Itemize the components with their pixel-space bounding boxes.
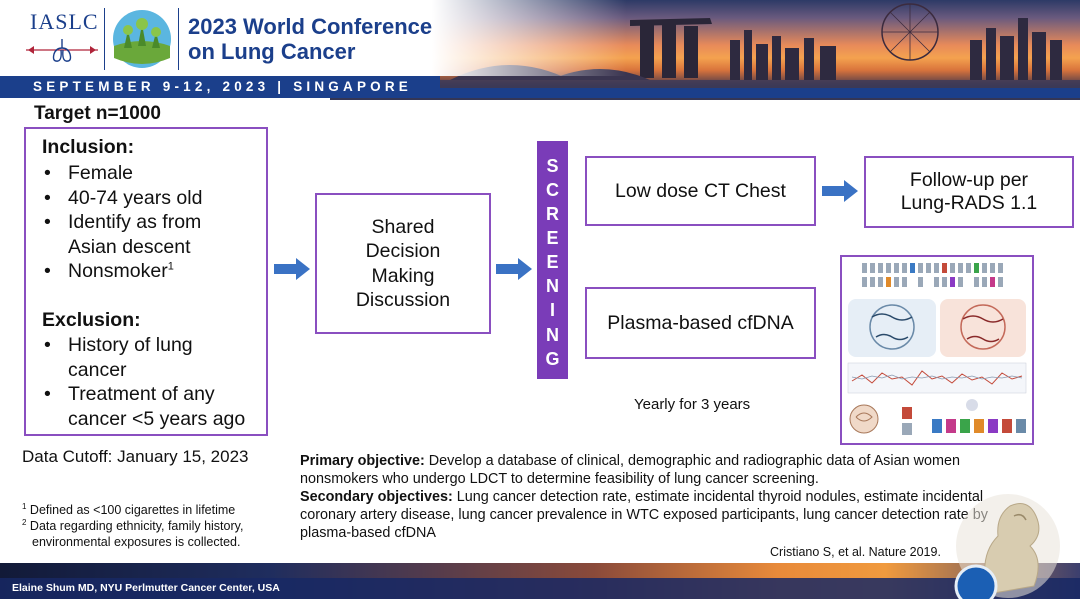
banner-white-fade bbox=[0, 0, 1080, 76]
footnote-marker: 1 bbox=[167, 260, 174, 273]
screening-letter: G bbox=[545, 349, 560, 369]
footnotes: 1 Defined as <100 cigarettes in lifetime… bbox=[22, 502, 243, 550]
low-dose-ct-box: Low dose CT Chest bbox=[585, 156, 816, 226]
exclusion-title: Exclusion: bbox=[42, 309, 141, 331]
data-cutoff-date: Data Cutoff: January 15, 2023 bbox=[22, 447, 249, 466]
cfdna-label: Plasma-based cfDNA bbox=[607, 311, 794, 334]
merlion-logo-icon bbox=[954, 494, 1060, 599]
cfdna-figure-illustration-icon bbox=[847, 263, 1027, 435]
footer-overlay bbox=[0, 578, 1080, 599]
screening-letter: C bbox=[546, 180, 559, 200]
footnote-1: 1 Defined as <100 cigarettes in lifetime bbox=[22, 501, 236, 517]
inclusion-item: •Nonsmoker1 bbox=[44, 260, 174, 282]
study-objectives: Primary objective: Develop a database of… bbox=[300, 452, 1000, 542]
iaslc-lungs-icon bbox=[26, 39, 98, 62]
primary-objective-label: Primary objective: bbox=[300, 453, 425, 469]
conference-title-line2: on Lung Cancer bbox=[188, 39, 356, 64]
primary-objective-text: Develop a database of clinical, demograp… bbox=[300, 453, 960, 487]
date-location-bar: SEPTEMBER 9-12, 2023 | SINGAPORE bbox=[0, 76, 440, 98]
inclusion-title: Inclusion: bbox=[42, 136, 135, 158]
screening-letter: E bbox=[546, 252, 559, 272]
screening-letter: R bbox=[546, 204, 559, 224]
follow-up-lung-rads-box: Follow-up per Lung-RADS 1.1 bbox=[864, 156, 1074, 228]
date-bar-extension bbox=[440, 88, 1080, 98]
inclusion-item: •Female bbox=[44, 162, 134, 184]
screening-letter: N bbox=[546, 325, 559, 345]
conference-title-line1: 2023 World Conference bbox=[188, 14, 433, 39]
secondary-objectives-text: Lung cancer detection rate, estimate inc… bbox=[300, 489, 988, 541]
eligibility-criteria-box: Inclusion: •Female •40-74 years old •Ide… bbox=[24, 127, 268, 436]
screening-letter: I bbox=[549, 300, 555, 320]
ldct-label: Low dose CT Chest bbox=[615, 179, 786, 202]
conference-globe-logo-icon bbox=[113, 10, 171, 68]
target-enrollment: Target n=1000 bbox=[34, 103, 161, 124]
flow-arrow-icon bbox=[274, 258, 310, 280]
screening-vertical-banner: S C R E E N I N G bbox=[537, 141, 568, 379]
sdm-label: Shared Decision Making Discussion bbox=[355, 215, 451, 312]
cfdna-fragmentation-figure bbox=[840, 255, 1034, 445]
flow-arrow-icon bbox=[822, 180, 858, 202]
conference-title: 2023 World Conference on Lung Cancer bbox=[188, 14, 432, 64]
screening-frequency: Yearly for 3 years bbox=[634, 396, 751, 413]
footnote-2: 2 Data regarding ethnicity, family histo… bbox=[22, 517, 244, 533]
inclusion-list: •Female •40-74 years old •Identify as fr… bbox=[42, 161, 202, 284]
footnote-2-continued: environmental exposures is collected. bbox=[32, 535, 241, 549]
inclusion-item: •40-74 years old bbox=[44, 186, 203, 209]
secondary-objectives-label: Secondary objectives: bbox=[300, 489, 453, 505]
screening-letter: E bbox=[546, 228, 559, 248]
logo-divider-2 bbox=[178, 8, 179, 70]
secondary-objectives: Secondary objectives: Lung cancer detect… bbox=[300, 488, 1000, 542]
screening-letter: N bbox=[546, 276, 559, 296]
shared-decision-making-box: Shared Decision Making Discussion bbox=[315, 193, 491, 334]
followup-label: Follow-up per Lung-RADS 1.1 bbox=[900, 169, 1038, 214]
primary-objective: Primary objective: Develop a database of… bbox=[300, 452, 1000, 488]
presenter-credit: Elaine Shum MD, NYU Perlmutter Cancer Ce… bbox=[12, 582, 280, 594]
flow-arrow-icon bbox=[496, 258, 532, 280]
logo-divider bbox=[104, 8, 105, 70]
citation: Cristiano S, et al. Nature 2019. bbox=[770, 545, 941, 559]
iaslc-logo-text: IASLC bbox=[30, 9, 99, 34]
screening-letter: S bbox=[546, 156, 559, 176]
plasma-cfdna-box: Plasma-based cfDNA bbox=[585, 287, 816, 359]
